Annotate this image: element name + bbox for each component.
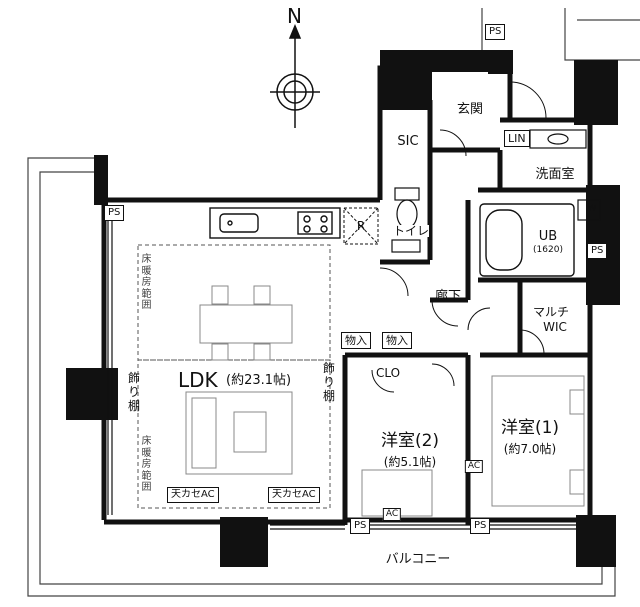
ps-bottom-right: PS (470, 518, 491, 534)
ps-bottom-left: PS (350, 518, 371, 534)
ps-ub: PS (587, 243, 608, 259)
ac-western-2: AC (382, 508, 402, 521)
western-room-2-area: (約5.1帖) (383, 455, 437, 469)
sic-label: SIC (397, 134, 419, 149)
bathtub (479, 203, 575, 277)
ps-left: PS (104, 205, 125, 221)
closet-label: CLO (375, 366, 401, 380)
hallway-label: 廊下 (434, 289, 462, 304)
ps-top: PS (485, 24, 506, 40)
linen-label: LIN (504, 130, 530, 147)
washer-label: W (587, 204, 597, 214)
multi-wic-label-2: WIC (543, 320, 567, 334)
ub-label: UB (538, 229, 558, 244)
doors (371, 81, 547, 393)
balcony-outline (27, 157, 616, 597)
ldk-name: LDK (178, 368, 218, 392)
kitchen-counter (209, 207, 341, 239)
floor-heating-areas (137, 244, 331, 509)
decor-shelf-right-label: 飾り棚 (323, 361, 336, 403)
ub-size: (1620) (533, 245, 563, 255)
western-room-2-name: 洋室(2) (380, 431, 440, 451)
balcony-label: バルコニー (385, 552, 451, 567)
storage-label-b: 物入 (382, 332, 412, 349)
multi-wic-label-1: マルチ (532, 305, 570, 319)
washroom-label: 洗面室 (535, 167, 575, 182)
toilet-label: トイレ (392, 224, 430, 238)
washbasin (529, 129, 601, 221)
compass-rose (270, 24, 320, 128)
fridge-label: R (356, 219, 366, 233)
entrance-label: 玄関 (456, 102, 484, 117)
compass-north-label: N (287, 4, 302, 28)
floor-heating-bottom-label: 床暖房範囲 (141, 436, 152, 493)
windows (107, 210, 576, 530)
living-set (185, 391, 293, 475)
decor-shelf-left-label: 飾り棚 (128, 371, 141, 413)
ac-western-1: AC (464, 460, 484, 473)
dining-set (199, 285, 293, 361)
ceiling-ac-right: 天カセAC (268, 487, 320, 503)
western-room-1-area: (約7.0帖) (503, 442, 557, 456)
fridge-space (343, 207, 379, 245)
toilet-fixture (391, 187, 421, 253)
storage-label-a: 物入 (341, 332, 371, 349)
ceiling-ac-left: 天カセAC (167, 487, 219, 503)
ldk-area: (約23.1帖) (226, 373, 292, 388)
floor-heating-top-label: 床暖房範囲 (141, 254, 152, 311)
western-room-1-name: 洋室(1) (500, 418, 560, 438)
